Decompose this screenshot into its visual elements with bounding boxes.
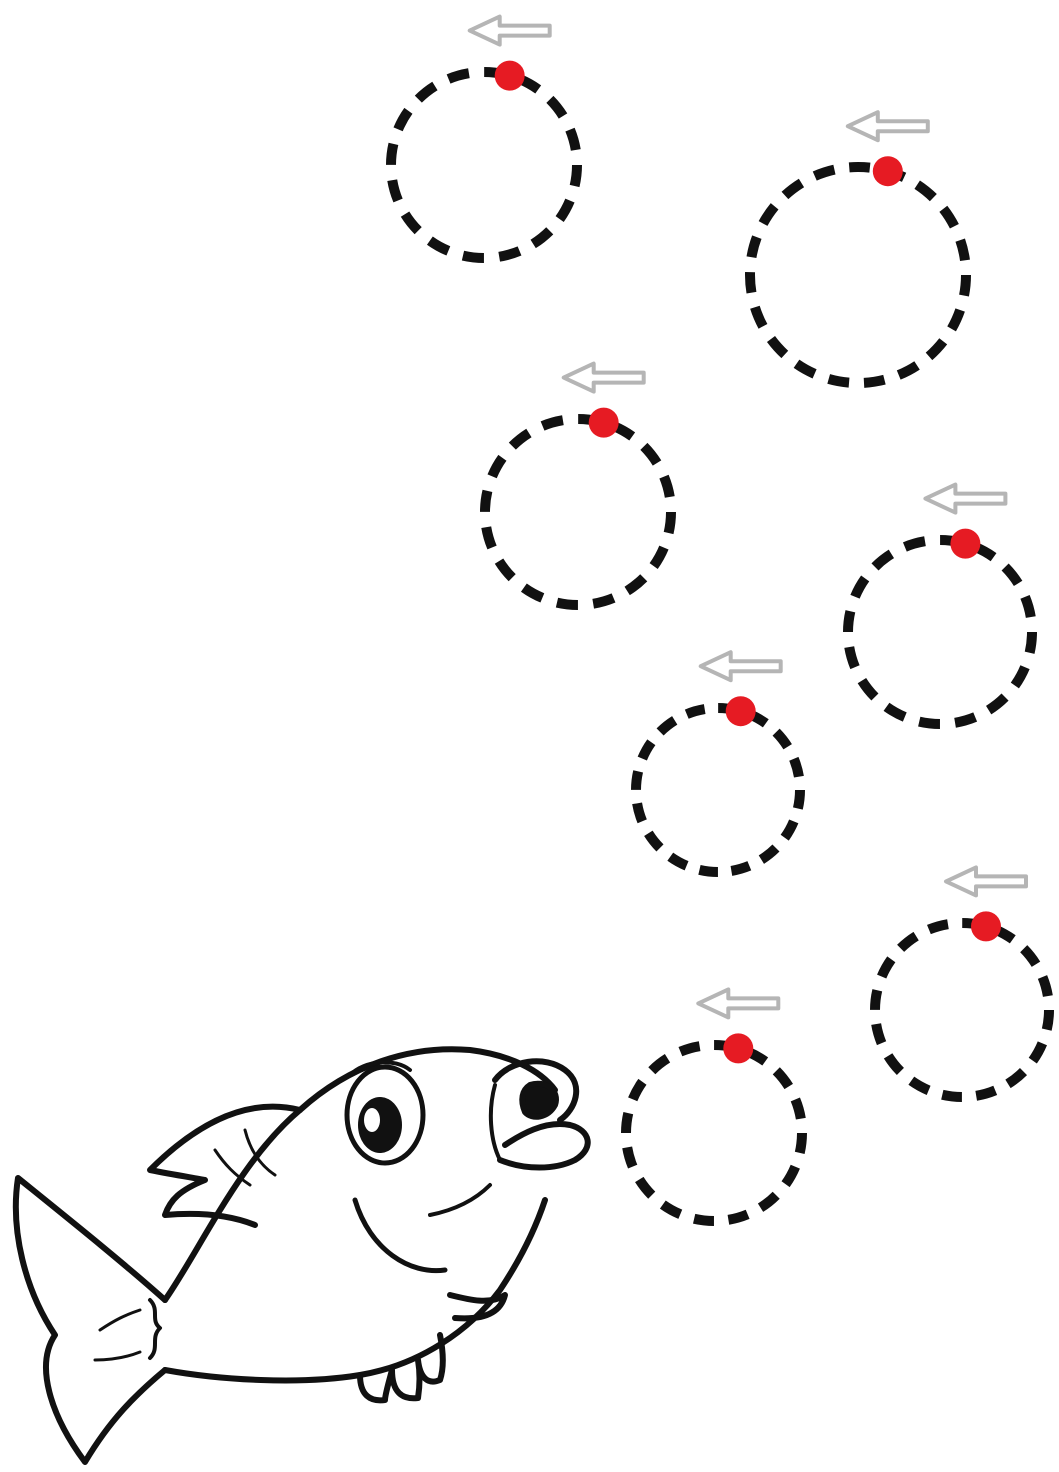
fish-side-fin [450, 1295, 505, 1318]
left-arrow-icon [698, 989, 778, 1017]
fish-cheek-line [491, 1085, 500, 1160]
left-arrow-icon [470, 17, 550, 45]
trace-bubble-6[interactable] [875, 923, 1049, 1097]
start-dot-2[interactable] [873, 156, 903, 186]
left-arrow-icon [848, 112, 928, 140]
fish-smile [355, 1200, 445, 1271]
start-dot-1[interactable] [495, 61, 525, 91]
left-arrow-icon [564, 364, 644, 392]
start-dot-7[interactable] [723, 1033, 753, 1063]
fish-tail-ridge [95, 1310, 140, 1360]
start-dot-4[interactable] [950, 529, 980, 559]
fish-tail [16, 1178, 165, 1462]
start-dot-3[interactable] [589, 408, 619, 438]
start-dot-5[interactable] [726, 696, 756, 726]
start-dots-group [495, 61, 1001, 1064]
fish-belly-outline [165, 1200, 545, 1380]
left-arrow-icon [701, 652, 781, 680]
trace-bubble-1[interactable] [391, 72, 577, 258]
left-arrow-icon [946, 867, 1026, 895]
fish-pupil [358, 1097, 402, 1153]
trace-bubble-7[interactable] [626, 1045, 802, 1221]
fish-smile-cheek [430, 1185, 490, 1215]
left-arrow-icon [925, 485, 1005, 513]
trace-bubble-5[interactable] [636, 708, 800, 872]
fish-bottom-fin [360, 1335, 443, 1400]
bubbles-group [391, 72, 1049, 1221]
start-dot-6[interactable] [971, 911, 1001, 941]
trace-bubble-3[interactable] [485, 419, 671, 605]
fish-eye-highlight [364, 1108, 380, 1132]
trace-bubble-4[interactable] [848, 540, 1032, 724]
fish-tail-joint [150, 1300, 160, 1358]
trace-bubble-2[interactable] [750, 167, 966, 383]
fish-illustration [16, 1049, 588, 1462]
fish-lower-lip [500, 1124, 588, 1167]
fish-mouth-inner [522, 1084, 556, 1117]
